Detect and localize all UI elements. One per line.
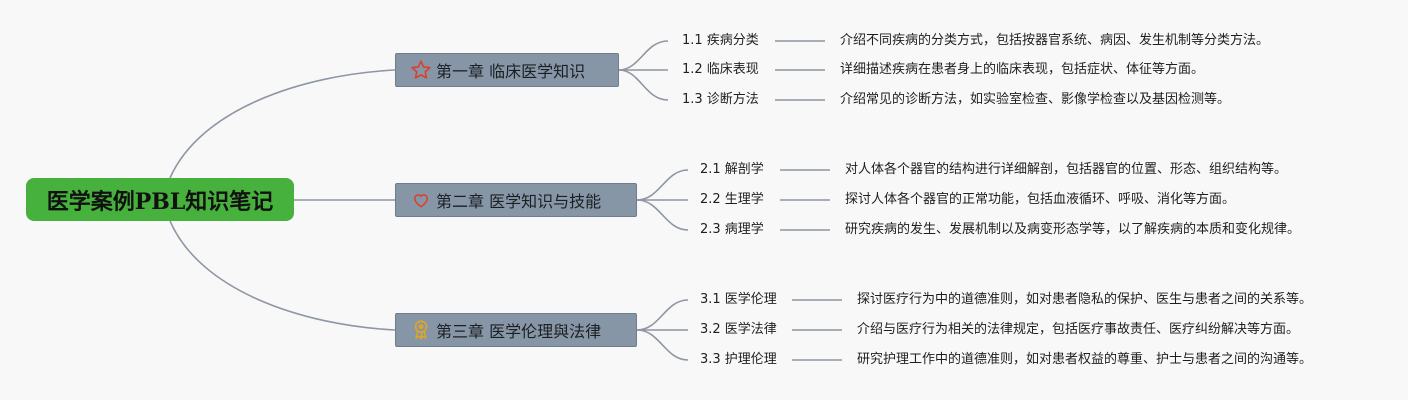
topic-2-1-description[interactable]: 对人体各个器官的结构进行详细解剖，包括器官的位置、形态、组织结构等。	[845, 162, 1288, 177]
root-title: 医学案例PBL知识笔记	[46, 188, 274, 215]
star-icon	[410, 59, 432, 81]
topic-3-1-description[interactable]: 探讨医疗行为中的道德准则，如对患者隐私的保护、医生与患者之间的关系等。	[857, 292, 1313, 307]
topic-1-2[interactable]: 1.2 临床表现	[682, 62, 759, 77]
topic-1-2-description[interactable]: 详细描述疾病在患者身上的临床表现，包括症状、体征等方面。	[840, 62, 1205, 77]
chapter-1-title: 第一章 临床医学知识	[436, 62, 586, 81]
connector-root-ch3	[169, 220, 396, 331]
topic-2-2[interactable]: 2.2 生理学	[700, 192, 764, 207]
connector-root-ch1	[169, 69, 396, 179]
connector-ch1-item3	[618, 69, 669, 101]
topic-3-2[interactable]: 3.2 医学法律	[700, 322, 777, 337]
connector-ch3-item3	[636, 329, 689, 361]
topic-1-1-description[interactable]: 介绍不同疾病的分类方式，包括按器官系统、病因、发生机制等分类方法。	[840, 33, 1270, 48]
award-ribbon-icon	[410, 319, 432, 341]
chapter-2-title: 第二章 医学知识与技能	[436, 192, 602, 211]
topic-1-3-description[interactable]: 介绍常见的诊断方法，如实验室检查、影像学检查以及基因检测等。	[840, 92, 1231, 107]
chapter-3-title: 第三章 医学伦理與法律	[436, 322, 602, 341]
topic-2-2-description[interactable]: 探讨人体各个器官的正常功能，包括血液循环、呼吸、消化等方面。	[845, 192, 1236, 207]
chapter-2-node[interactable]: 第二章 医学知识与技能	[395, 183, 637, 217]
topic-2-3[interactable]: 2.3 病理学	[700, 222, 764, 237]
chapter-3-node[interactable]: 第三章 医学伦理與法律	[395, 313, 637, 347]
chapter-1-node[interactable]: 第一章 临床医学知识	[395, 53, 619, 87]
connector-ch2-item1	[636, 169, 689, 201]
topic-3-3[interactable]: 3.3 护理伦理	[700, 352, 777, 367]
heart-icon	[410, 189, 432, 211]
connector-ch2-item3	[636, 199, 689, 231]
connector-ch1-item1	[618, 40, 669, 71]
topic-2-3-description[interactable]: 研究疾病的发生、发展机制以及病变形态学等，以了解疾病的本质和变化规律。	[845, 222, 1301, 237]
connector-ch3-item1	[636, 299, 689, 331]
topic-3-1[interactable]: 3.1 医学伦理	[700, 292, 777, 307]
topic-2-1[interactable]: 2.1 解剖学	[700, 162, 764, 177]
root-topic[interactable]: 医学案例PBL知识笔记	[26, 178, 294, 221]
topic-1-1[interactable]: 1.1 疾病分类	[682, 33, 759, 48]
topic-1-3[interactable]: 1.3 诊断方法	[682, 92, 759, 107]
topic-3-2-description[interactable]: 介绍与医疗行为相关的法律规定，包括医疗事故责任、医疗纠纷解决等方面。	[857, 322, 1300, 337]
topic-3-3-description[interactable]: 研究护理工作中的道德准则，如对患者权益的尊重、护士与患者之间的沟通等。	[857, 352, 1313, 367]
